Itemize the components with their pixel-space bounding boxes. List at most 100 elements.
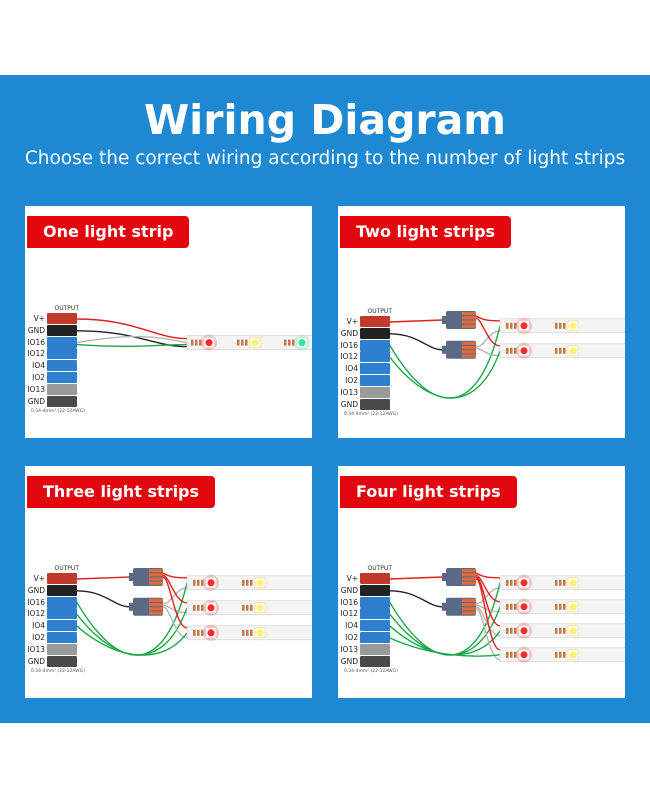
- power-wire: [475, 578, 501, 651]
- terminal-slot: [47, 324, 77, 336]
- pin-label: IO4: [345, 621, 358, 631]
- terminal-slot: [360, 608, 390, 620]
- terminal-row: IO16: [338, 339, 396, 352]
- pin-label: V+: [33, 574, 45, 583]
- pin-label: V+: [346, 574, 358, 583]
- pin-label: IO12: [27, 609, 45, 619]
- terminal-row: GND: [338, 327, 396, 340]
- ground-wire: [475, 608, 501, 661]
- power-wire: [475, 315, 501, 322]
- ground-wire: [76, 590, 130, 608]
- led-strip: [186, 574, 312, 591]
- terminal-row: IO12: [338, 608, 396, 620]
- terminal-slot: [360, 643, 390, 655]
- terminal-row: V+: [338, 573, 396, 585]
- pin-label: IO13: [27, 644, 45, 654]
- led-strip: [499, 574, 625, 591]
- terminal-row: IO12: [338, 351, 396, 363]
- pin-label: GND: [27, 325, 45, 335]
- terminal-row: IO4: [338, 620, 396, 632]
- terminal-slot: [360, 363, 390, 375]
- led-strip: [499, 317, 625, 334]
- data-wire: [389, 350, 501, 399]
- terminal-slot: [360, 631, 390, 643]
- pin-label: IO16: [340, 597, 358, 607]
- terminal-row: IO12: [25, 348, 83, 360]
- power-wire: [162, 576, 188, 629]
- pin-label: V+: [346, 317, 358, 326]
- terminal-slot: [360, 655, 390, 667]
- led-strip: [499, 622, 625, 639]
- wiring-drawing: [389, 311, 625, 399]
- lever-connector: [129, 597, 163, 616]
- terminal-row: GND: [338, 655, 396, 668]
- pin-label: GND: [27, 585, 45, 595]
- wiring-drawing: [389, 568, 625, 663]
- panel-label: Two light strips: [340, 216, 512, 248]
- lever-connector: [129, 568, 163, 586]
- pin-label: IO2: [345, 632, 358, 642]
- power-wire: [475, 574, 501, 603]
- ground-wire: [162, 604, 188, 614]
- terminal-row: IO16: [25, 336, 83, 349]
- pin-label: GND: [27, 656, 45, 666]
- pin-label: IO2: [32, 372, 45, 382]
- terminal-slot: [360, 327, 390, 339]
- data-wire: [76, 335, 188, 344]
- terminal-slot: [360, 620, 390, 632]
- wire-spec-label: 0.34-4mm² (22-12AWG): [344, 669, 398, 675]
- wiring-drawing: [76, 568, 312, 656]
- terminal-slot: [360, 374, 390, 386]
- terminal-slot: [47, 360, 77, 372]
- terminal-slot: [360, 316, 390, 327]
- terminal-slot: [47, 348, 77, 360]
- ground-wire: [475, 587, 501, 604]
- led-strip: [186, 599, 312, 616]
- pin-label: IO16: [27, 337, 45, 347]
- pin-label: GND: [27, 396, 45, 406]
- terminal-row: IO4: [25, 360, 83, 372]
- wiring-drawing: [76, 318, 312, 351]
- pin-label: IO4: [32, 621, 45, 631]
- led-strip: [499, 598, 625, 615]
- terminal-row: IO16: [25, 596, 83, 609]
- pin-label: IO13: [27, 384, 45, 394]
- terminal-slot: [360, 351, 390, 363]
- terminal-slot: [47, 313, 77, 324]
- data-wire: [76, 625, 188, 656]
- pin-label: IO12: [340, 352, 358, 362]
- power-wire: [162, 572, 188, 579]
- output-label: OUTPUT: [54, 305, 79, 312]
- lever-connector: [442, 340, 476, 359]
- pin-label: V+: [33, 314, 45, 323]
- terminal-slot: [47, 596, 77, 608]
- terminal-slot: [47, 395, 77, 407]
- led-strip: [499, 342, 625, 359]
- terminal-slot: [47, 383, 77, 395]
- terminal-row: IO12: [25, 608, 83, 620]
- pin-label: IO12: [27, 349, 45, 359]
- terminal-row: IO2: [25, 631, 83, 644]
- ground-wire: [475, 330, 501, 347]
- ground-wire: [76, 330, 188, 348]
- lever-connector: [442, 311, 476, 329]
- output-label: OUTPUT: [54, 565, 79, 572]
- power-wire: [389, 576, 443, 580]
- terminal-row: GND: [25, 655, 83, 668]
- ground-wire: [389, 590, 443, 608]
- terminal-row: V+: [25, 573, 83, 585]
- terminal-row: IO13: [338, 386, 396, 399]
- terminal-row: GND: [338, 584, 396, 597]
- panel-label: Three light strips: [27, 476, 216, 508]
- output-label: OUTPUT: [367, 565, 392, 572]
- wire-spec-label: 0.34-4mm² (22-12AWG): [31, 669, 85, 675]
- terminal-slot: [47, 631, 77, 643]
- power-wire: [162, 574, 188, 604]
- terminal-row: IO16: [338, 596, 396, 609]
- terminal-slot: [47, 655, 77, 667]
- led-strip: [499, 646, 625, 663]
